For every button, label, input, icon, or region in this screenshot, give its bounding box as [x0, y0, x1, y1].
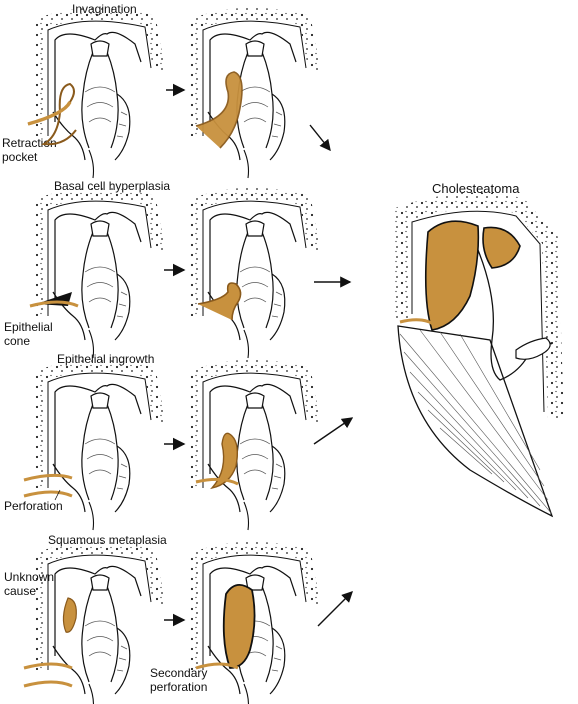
annotation-retraction-pocket: Retraction pocket: [2, 136, 57, 164]
cholesteatoma-illustration: [394, 192, 564, 518]
title-cholesteatoma: Cholesteatoma: [432, 181, 520, 196]
annotation-perforation: Perforation: [4, 499, 63, 513]
annotation-epithelial-cone: Epithelial cone: [4, 320, 53, 348]
